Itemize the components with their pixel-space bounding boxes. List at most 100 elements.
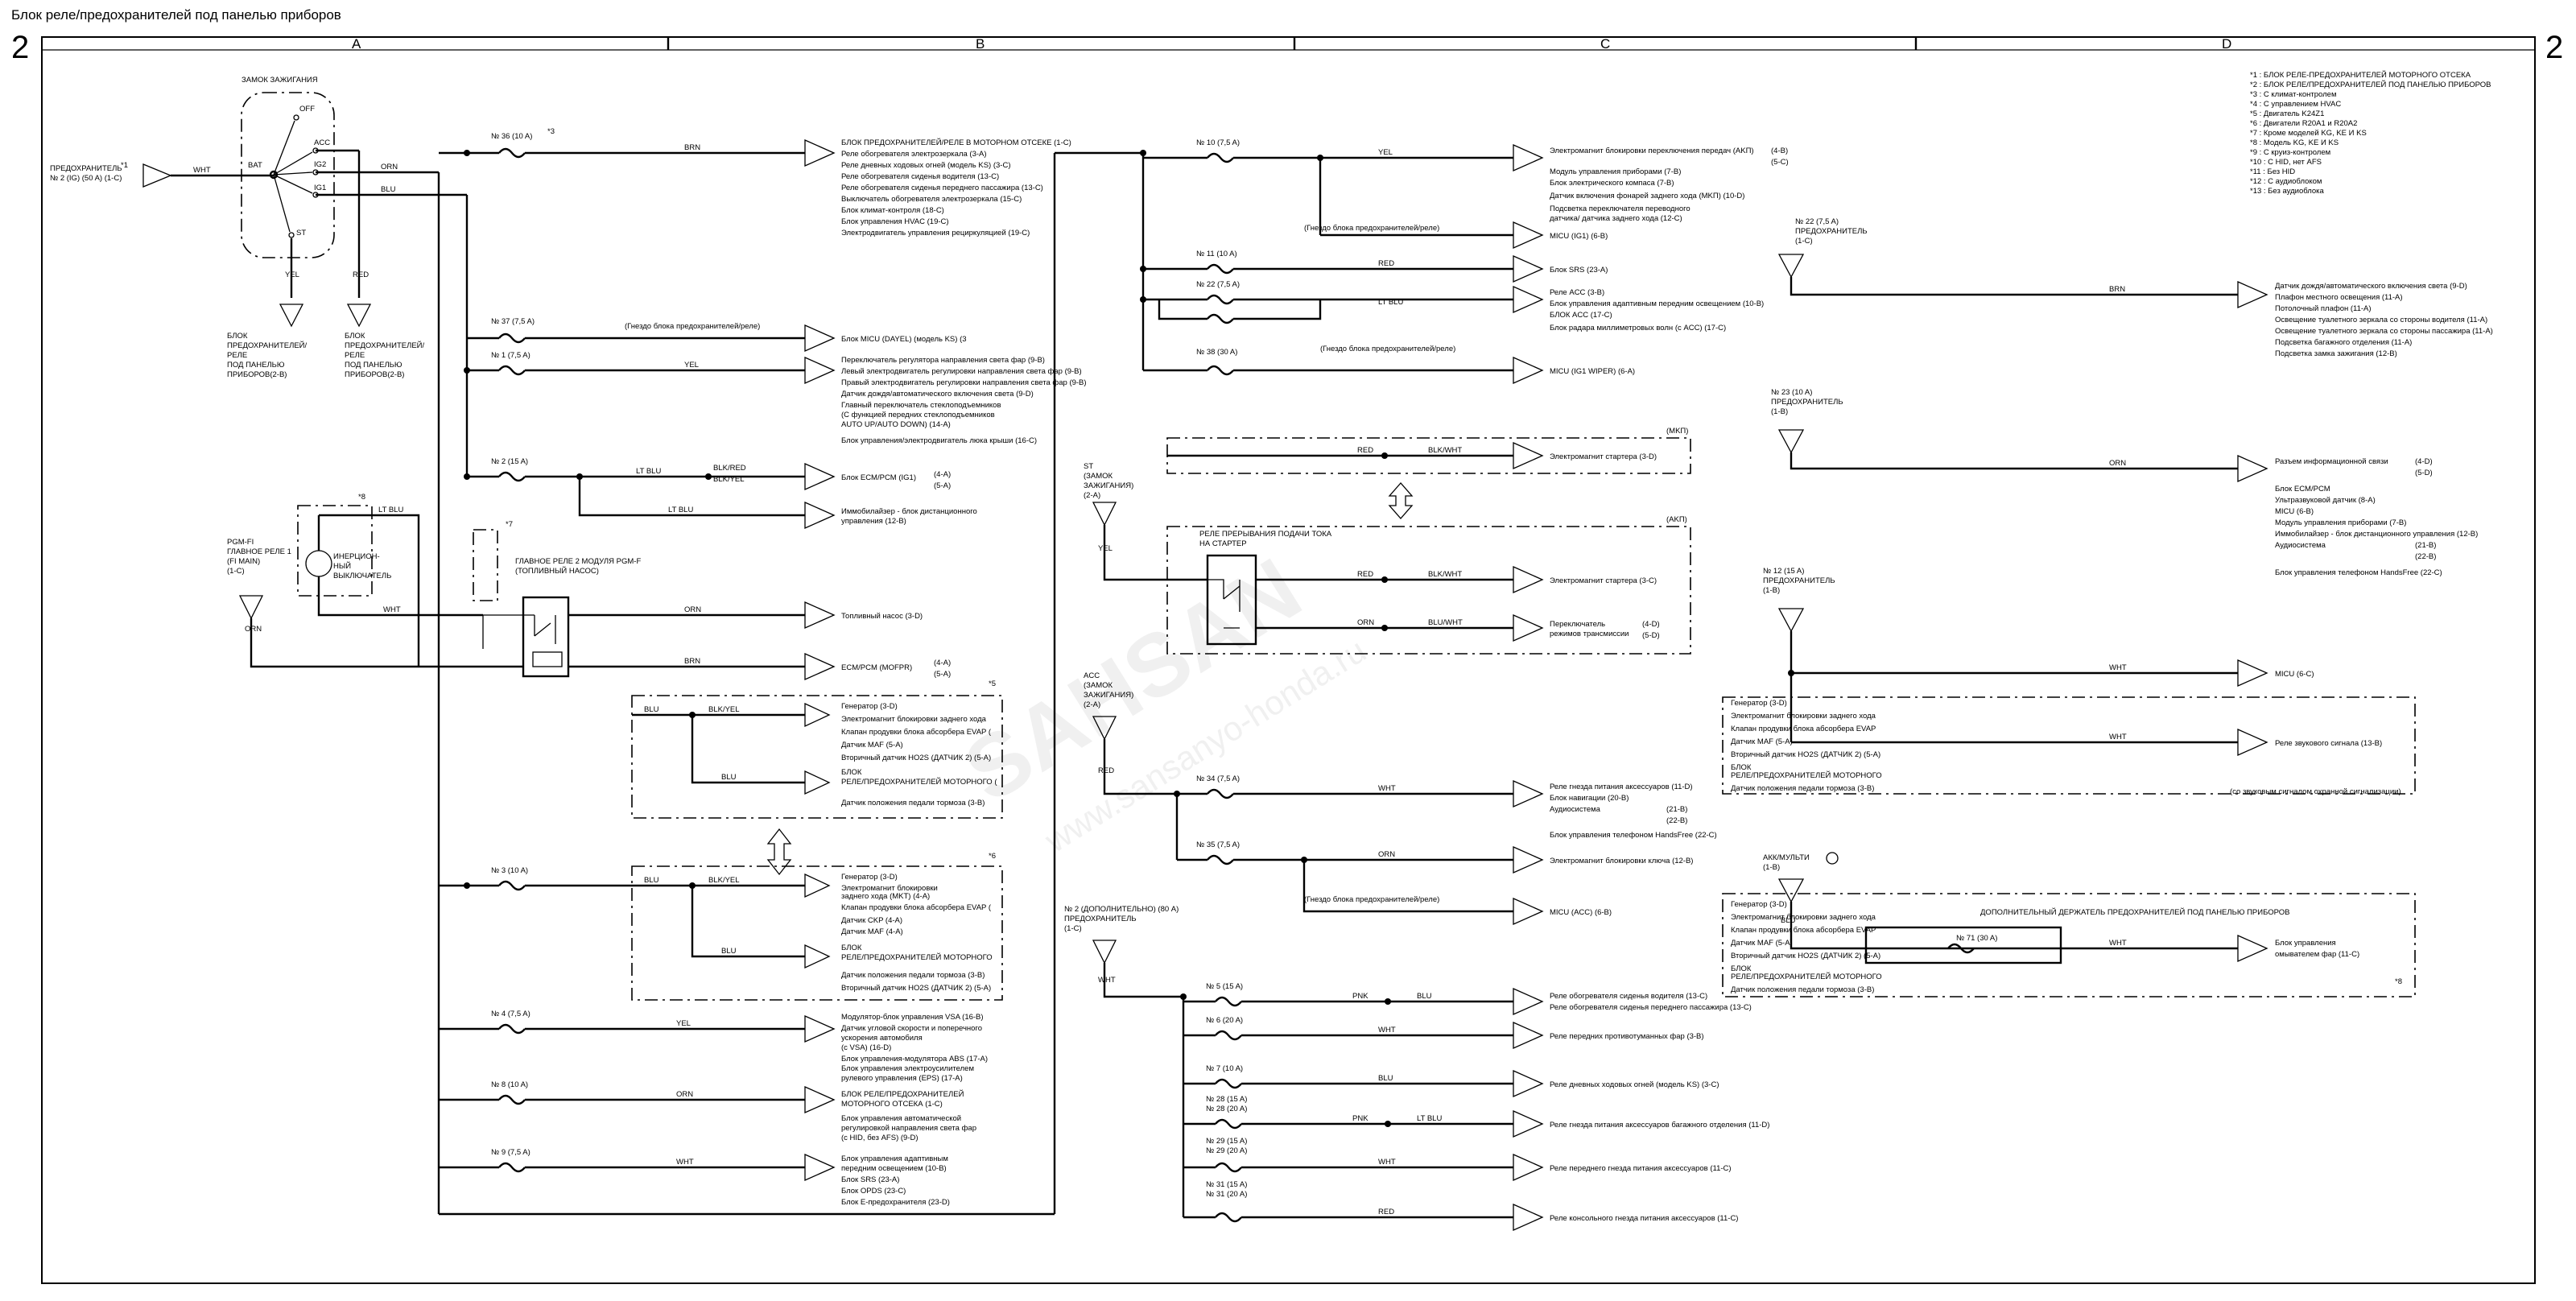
wire-color-label: RED [1098,766,1114,775]
ignition-switch-section: ЗАМОК ЗАЖИГАНИЯ OFF ACC IG2 IG1 BAT ST П… [50,76,1056,1216]
load-label: Блок SRS (23-A) [1550,266,1608,275]
load-label: БЛОК РЕЛЕ/ПРЕДОХРАНИТЕЛЕЙ [841,1089,964,1099]
load-label: AUTO UP/AUTO DOWN) (14-A) [841,420,951,429]
load-label: Модулятор-блок управления VSA (16-B) [841,1013,984,1022]
load-label: Вторичный датчик HO2S (ДАТЧИК 2) (5-A) [1731,750,1880,759]
wire-color-label: BLK/YEL [708,876,740,885]
wire-color-label: PNK [1352,992,1368,1001]
fuse-label: № 23 (10 A) [1771,388,1812,397]
page-ref: (4-D) [1642,620,1660,629]
load-label: Реле обогревателя сиденья переднего пасс… [841,184,1043,192]
load-label: РЕЛЕ/ПРЕДОХРАНИТЕЛЕЙ МОТОРНОГО [1731,972,1882,981]
page-ref: (21-B) [1666,805,1687,814]
fuse-1-branch: № 1 (7,5 A) YEL Переключатель регулятора… [464,338,1087,445]
acc-section: ACC (ЗАМОК ЗАЖИГАНИЯ) (2-A) RED № 34 (7,… [1084,671,1717,926]
legend-item: *10 : С HID, нет AFS [2250,158,2322,167]
wire-color-label: BRN [684,143,700,152]
variant-label: (AKП) [1666,515,1687,524]
load-label: МОТОРНОГО ОТСЕКА (1-C) [841,1100,943,1109]
fuse-label: № 10 (7,5 A) [1196,138,1240,147]
load-label: Блок электрического компаса (7-B) [1550,179,1674,188]
load-label: Датчик MAF (5-A) [841,741,903,750]
load-label: Датчик дождя/автоматического включения с… [841,390,1034,399]
fuse-label: № 7 (10 A) [1206,1064,1243,1073]
load-label: Блок управления HVAC (19-C) [841,217,949,226]
load-label: MICU (IG1) (6-B) [1550,232,1608,241]
fuse-11-branch: № 11 (10 A) RED Блок SRS (23-A) [1140,250,1608,283]
page-number-right: 2 [2545,30,2563,65]
load-label: РЕЛЕ/ПРЕДОХРАНИТЕЛЕЙ МОТОРНОГО [1731,770,1882,780]
load-label: Левый электродвигатель регулировки напра… [841,367,1082,376]
page-ref: (4-B) [1771,147,1788,155]
load-label: Вторичный датчик HO2S (ДАТЧИК 2) (5-A) [1731,952,1880,960]
block-label: ПРЕДОХРАНИТЕЛЕЙ/ [227,341,307,350]
source-label: (2-A) [1084,700,1100,709]
load-label: Клапан продувки блока абсорбера EVAP ( [841,728,992,737]
load-label: Датчик включения фонарей заднего хода (M… [1550,192,1744,200]
block-label: РЕЛЕ [227,351,247,360]
load-label: MICU (IG1 WIPER) (6-A) [1550,367,1635,376]
socket-note: (Гнездо блока предохранителей/реле) [625,322,760,331]
legend-item: *7 : Кроме моделей KG, KE И KS [2250,129,2367,138]
source-label: (ЗАМОК [1084,681,1113,690]
load-label: Реле передних противотуманных фар (3-B) [1550,1032,1704,1041]
block-label: БЛОК [345,332,365,341]
load-label: Аудиосистема [2275,541,2326,550]
position-off: OFF [299,105,315,114]
wire-color-label: BLU [644,876,659,885]
load-label: Электромагнит блокировки ключа (12-B) [1550,857,1693,865]
wire-color-label: WHT [2109,733,2127,741]
wire-color-label: BLU [721,773,737,782]
source-label: ПРЕДОХРАНИТЕЛЬ [50,164,122,173]
fuse-2-branch: № 2 (15 A) LT BLU BLK/RED BLK/YEL Блок E… [464,370,977,530]
legend-item: *8 : Модель KG, KE И KS [2250,138,2339,147]
wire-color-label: BLU [1781,916,1796,925]
load-label: датчика/ датчика заднего хода (12-C) [1550,214,1682,223]
socket-note: (Гнездо блока предохранителей/реле) [1304,224,1439,233]
load-label: Иммобилайзер - блок дистанционного [841,507,977,516]
wire-color-label: BLK/YEL [713,475,745,484]
fuse-label: № 6 (20 A) [1206,1016,1243,1025]
load-label: Электродвигатель управления рециркуляцие… [841,229,1030,237]
load-label: Клапан продувки блока абсорбера EVAP ( [841,903,992,912]
engine-box-k24: *5 BLU BLK/YEL BLU Генератор (3-D) Элект… [631,679,1003,819]
load-label: MICU (6-B) [2275,507,2314,516]
svg-text:*7: *7 [506,520,513,529]
diagram-frame [41,36,2536,1284]
fuse-label: № 3 (10 A) [491,866,528,875]
load-label: Подсветка замка зажигания (12-B) [2275,349,2397,358]
fuse-8-branch: № 8 (10 A) ORN БЛОК РЕЛЕ/ПРЕДОХРАНИТЕЛЕЙ… [439,1080,976,1142]
load-label: Датчик положения педали тормоза (3-B) [841,799,985,807]
legend-item: *6 : Двигатели R20A1 и R20A2 [2250,119,2357,128]
fuse-38-branch: № 38 (30 A) (Гнездо блока предохранителе… [1143,345,1635,385]
source-label: ПРЕДОХРАНИТЕЛЬ [1064,915,1137,923]
block-label: ПОД ПАНЕЛЬЮ [345,361,402,370]
position-ig2: IG2 [314,160,326,169]
load-label: Датчик MAF (4-A) [841,927,903,936]
fuse-label: № 28 (15 A) [1206,1095,1247,1104]
load-label: Иммобилайзер - блок дистанционного управ… [2275,530,2478,539]
fuse-label: № 12 (15 A) [1763,567,1804,576]
wire-color-label: BLU [644,705,659,714]
load-label: Блок MICU (DAYEL) (модель KS) (3 [841,335,967,344]
legend-item: *3 : С климат-контролем [2250,90,2337,99]
wire-color-label: WHT [1378,1026,1396,1035]
load-label: Блок управления телефоном HandsFree (22-… [2275,568,2442,577]
load-label: Генератор (3-D) [1731,900,1787,909]
wire-color-label: BLU [381,185,396,194]
fuse-label: № 38 (30 A) [1196,348,1237,357]
load-label: Вторичный датчик HO2S (ДАТЧИК 2) (5-A) [841,984,991,993]
wire-color-label: BLK/YEL [708,705,740,714]
fuse-label: № 29 (20 A) [1206,1146,1247,1155]
load-label: Датчик дождя/автоматического включения с… [2275,282,2467,291]
wire-color-label: BLU [1378,1074,1393,1083]
load-label: Ультразвуковой датчик (8-A) [2275,496,2376,505]
load-label: Блок управления автоматической [841,1114,961,1123]
source-label: АКК/МУЛЬТИ [1763,853,1810,862]
fuse-label: № 31 (15 A) [1206,1180,1247,1189]
wire-color-label: RED [1357,446,1373,455]
pgm-fi-section: PGM-FI ГЛАВНОЕ РЕЛЕ 1 (FI MAIN) (1-C) OR… [227,493,951,681]
svg-text:*8: *8 [2395,977,2402,986]
legend-item: *11 : Без HID [2250,167,2295,176]
